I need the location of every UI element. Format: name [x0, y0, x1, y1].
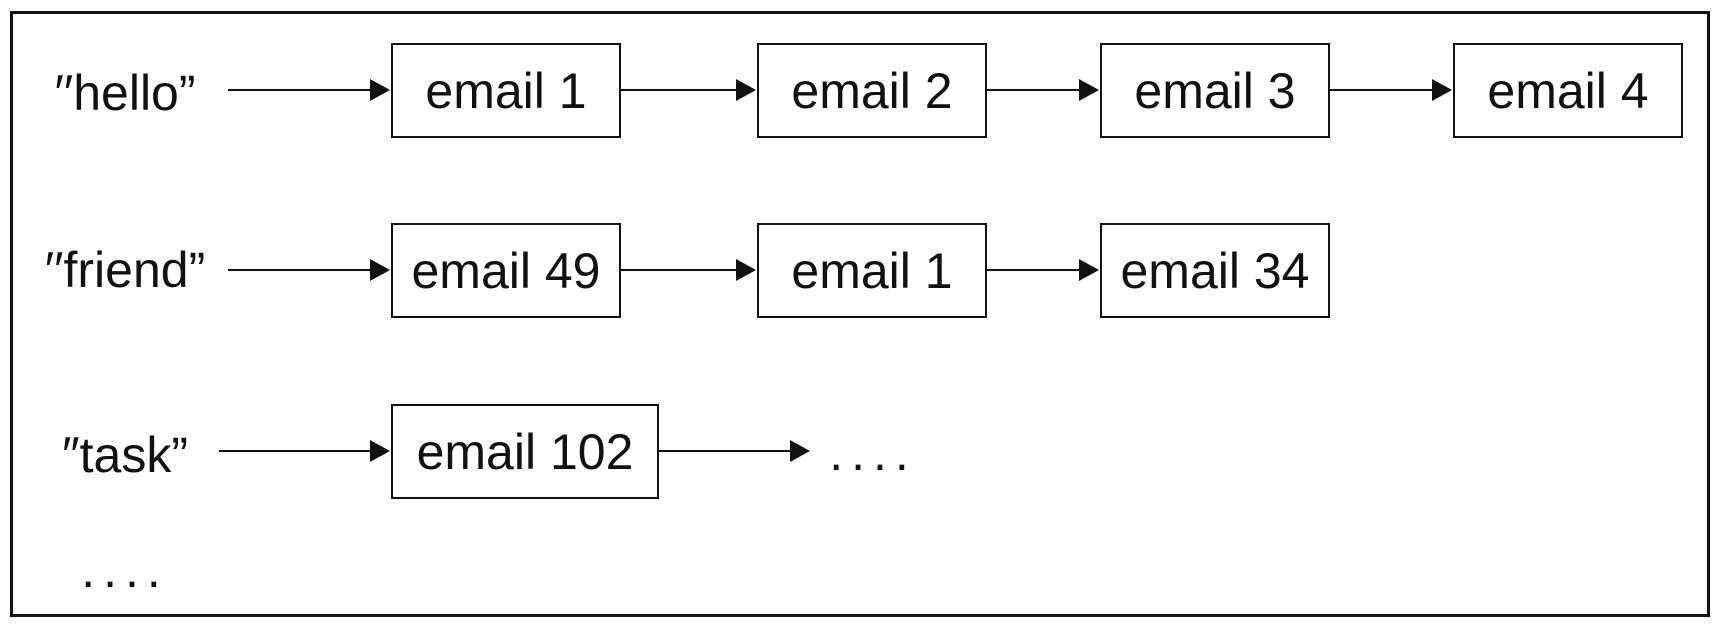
- arrow: [987, 259, 1099, 281]
- arrow: [228, 259, 390, 281]
- list-continuation-ellipsis: ....: [829, 425, 917, 481]
- arrow: [228, 79, 390, 101]
- arrow: [987, 79, 1099, 101]
- more-terms-ellipsis: ....: [81, 542, 169, 598]
- posting-box: email 1: [757, 223, 987, 318]
- posting-box: email 49: [391, 223, 621, 318]
- term-label-friend: ′′friend”: [44, 242, 206, 298]
- arrow: [1330, 79, 1452, 101]
- arrow: [219, 440, 390, 462]
- term-label-task: ″task”: [61, 427, 189, 483]
- posting-box: email 4: [1453, 43, 1683, 138]
- term-label-hello: ′′hello”: [54, 65, 196, 121]
- posting-box: email 3: [1100, 43, 1330, 138]
- posting-box: email 2: [757, 43, 987, 138]
- arrow: [621, 79, 756, 101]
- posting-box: email 1: [391, 43, 621, 138]
- diagram-frame: [10, 11, 1710, 617]
- arrow: [659, 440, 810, 462]
- posting-box: email 102: [391, 404, 659, 499]
- arrow: [621, 259, 756, 281]
- posting-box: email 34: [1100, 223, 1330, 318]
